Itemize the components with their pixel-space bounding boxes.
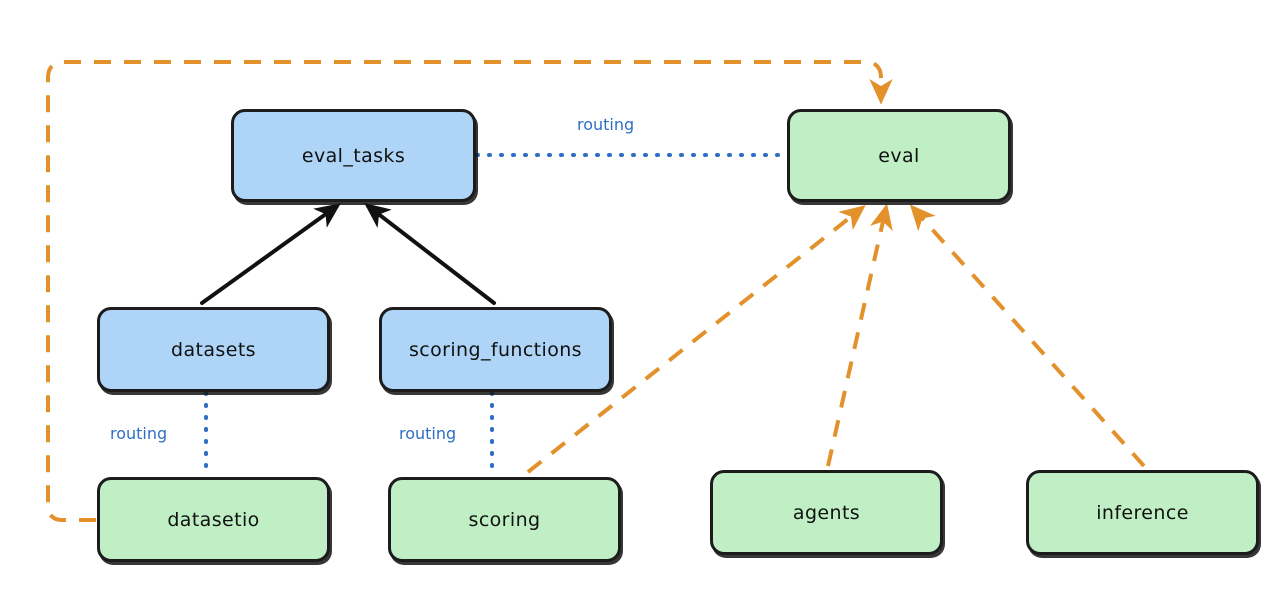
edge-label-routing-left: routing bbox=[110, 424, 168, 443]
node-label-agents: agents bbox=[792, 501, 861, 524]
node-scoring-functions[interactable]: scoring_functions bbox=[379, 307, 612, 392]
node-datasets[interactable]: datasets bbox=[97, 307, 330, 392]
edge-scoring-functions-to-eval-tasks bbox=[364, 203, 496, 305]
edge-datasetio-to-eval bbox=[46, 60, 893, 522]
edge-datasets-to-eval-tasks bbox=[200, 203, 341, 305]
edge-scoring-to-eval bbox=[526, 205, 866, 474]
node-eval-tasks[interactable]: eval_tasks bbox=[231, 109, 476, 202]
node-label-datasetio: datasetio bbox=[167, 508, 260, 531]
edge-agents-to-eval bbox=[826, 203, 893, 467]
node-scoring[interactable]: scoring bbox=[388, 477, 621, 562]
node-eval[interactable]: eval bbox=[787, 109, 1011, 202]
node-label-eval-tasks: eval_tasks bbox=[301, 144, 406, 167]
edge-inference-to-eval bbox=[909, 204, 1146, 468]
node-inference[interactable]: inference bbox=[1026, 470, 1259, 555]
edge-label-routing-middle: routing bbox=[399, 424, 457, 443]
node-agents[interactable]: agents bbox=[710, 470, 943, 555]
node-label-datasets: datasets bbox=[171, 338, 256, 361]
node-label-scoring: scoring bbox=[468, 508, 541, 531]
node-datasetio[interactable]: datasetio bbox=[97, 477, 330, 562]
node-label-eval: eval bbox=[878, 144, 920, 167]
node-label-inference: inference bbox=[1096, 501, 1189, 524]
edge-label-routing-top: routing bbox=[577, 115, 635, 134]
node-label-scoring-functions: scoring_functions bbox=[409, 338, 582, 361]
